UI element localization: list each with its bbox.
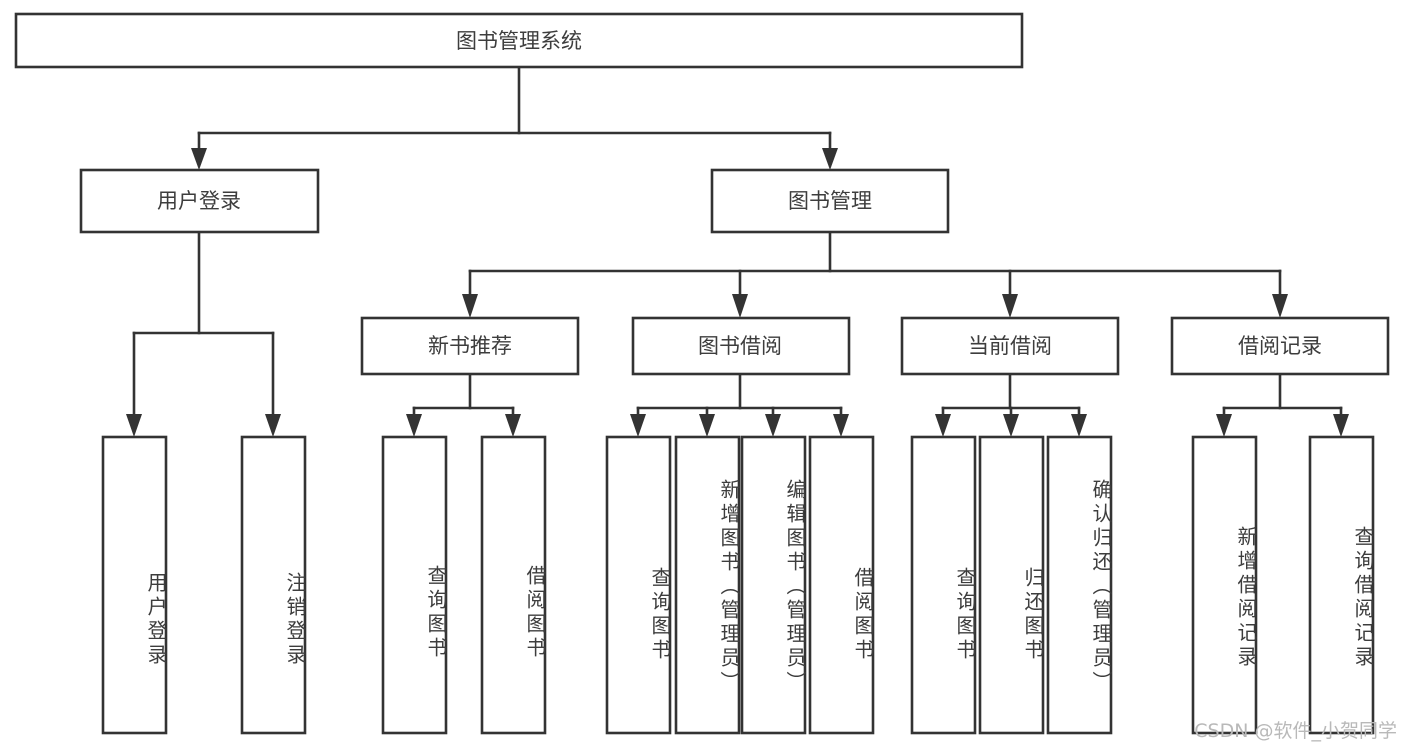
- connector-newbook-to-leaves: [406, 372, 521, 437]
- connector-bookmanage-to-level3: [462, 230, 1288, 318]
- node-user-login-box[interactable]: [79, 168, 320, 234]
- arrow-head-cb-leaf-1: [935, 414, 951, 437]
- csdn-watermark: CSDN @软件_小贺同学: [1194, 720, 1397, 742]
- connector-bookborrow-to-leaves: [630, 372, 849, 437]
- leaf-box-book-borrow-1[interactable]: [674, 435, 741, 735]
- node-borrow-record-label: 借阅记录: [1238, 334, 1322, 358]
- node-user-login-label: 用户登录: [157, 189, 241, 213]
- leaf-box-current-borrow-1[interactable]: [978, 435, 1045, 735]
- arrow-head-current-borrow: [1002, 294, 1018, 318]
- node-book-manage-box[interactable]: [710, 168, 950, 234]
- node-current-borrow-box[interactable]: [900, 316, 1120, 376]
- leaf-box-new-book-1[interactable]: [480, 435, 547, 735]
- leaf-box-borrow-record-0[interactable]: [1191, 435, 1258, 735]
- arrow-head-book-manage: [822, 148, 838, 170]
- arrow-head-bb-leaf-2: [699, 414, 715, 437]
- node-root-label: 图书管理系统: [456, 29, 582, 53]
- node-book-borrow-label: 图书借阅: [698, 334, 782, 358]
- leaf-box-current-borrow-2[interactable]: [1046, 435, 1113, 735]
- arrow-head-nb-leaf-2: [505, 414, 521, 437]
- leaf-box-book-borrow-2[interactable]: [740, 435, 807, 735]
- node-current-borrow-label: 当前借阅: [968, 334, 1052, 358]
- arrow-head-br-leaf-1: [1216, 414, 1232, 437]
- connector-userlogin-to-leaves: [126, 230, 281, 437]
- connector-root-to-level2: [191, 65, 838, 170]
- node-book-manage-label: 图书管理: [788, 189, 872, 213]
- arrow-head-br-leaf-2: [1333, 414, 1349, 437]
- node-borrow-record-box[interactable]: [1170, 316, 1390, 376]
- leaf-box-current-borrow-0[interactable]: [910, 435, 977, 735]
- leaf-box-new-book-0[interactable]: [381, 435, 448, 735]
- arrow-head-user-login: [191, 148, 207, 170]
- leaf-box-borrow-record-1[interactable]: [1308, 435, 1375, 735]
- node-root-box[interactable]: [14, 12, 1024, 69]
- arrow-head-bb-leaf-1: [630, 414, 646, 437]
- arrow-head-new-book: [462, 294, 478, 318]
- arrow-head-bb-leaf-4: [833, 414, 849, 437]
- node-new-book-recommend-box[interactable]: [360, 316, 580, 376]
- arrow-head-borrow-record: [1272, 294, 1288, 318]
- leaf-box-book-borrow-3[interactable]: [808, 435, 875, 735]
- leaf-box-book-borrow-0[interactable]: [605, 435, 672, 735]
- arrow-head-book-borrow: [732, 294, 748, 318]
- arrow-head-cb-leaf-2: [1003, 414, 1019, 437]
- arrow-head-bb-leaf-3: [765, 414, 781, 437]
- node-book-borrow-box[interactable]: [631, 316, 851, 376]
- arrow-head-nb-leaf-1: [406, 414, 422, 437]
- arrow-head-cb-leaf-3: [1071, 414, 1087, 437]
- connector-borrowrecord-to-leaves: [1216, 372, 1349, 437]
- node-new-book-recommend-label: 新书推荐: [428, 334, 512, 358]
- connector-currentborrow-to-leaves: [935, 372, 1087, 437]
- leaf-box-user-login-1[interactable]: [240, 435, 307, 735]
- arrow-head-leaf-logout: [265, 414, 281, 437]
- leaf-box-user-login-0[interactable]: [101, 435, 168, 735]
- arrow-head-leaf-user-login: [126, 414, 142, 437]
